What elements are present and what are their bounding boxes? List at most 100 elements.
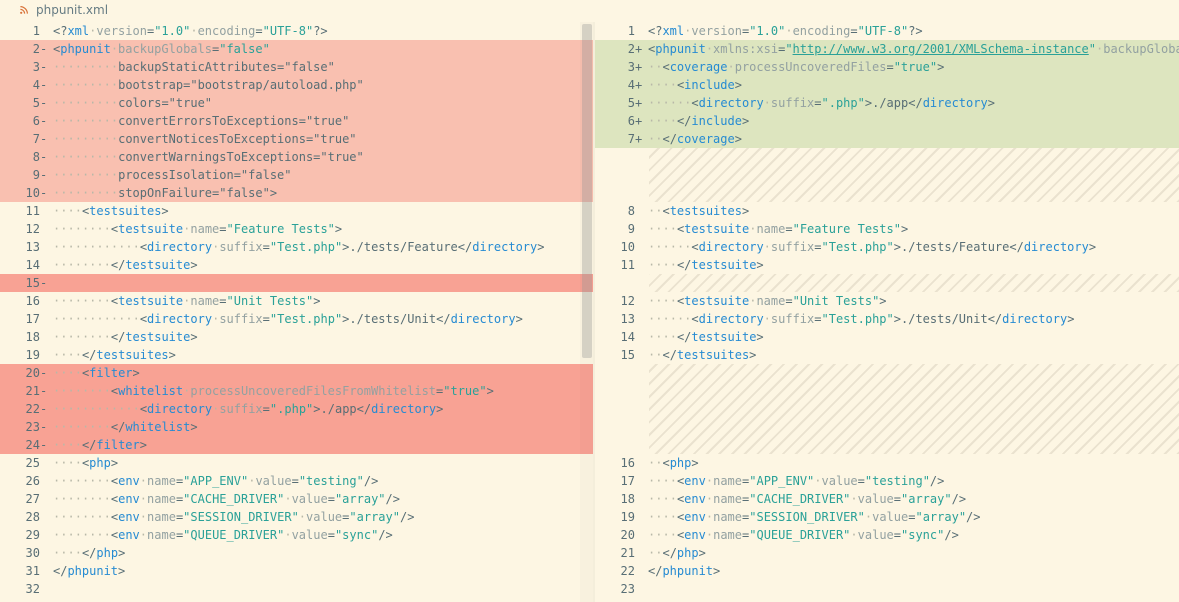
code-line[interactable]: 22-············<directory·suffix=".php">… — [0, 400, 593, 418]
whitespace-marker: · — [67, 474, 75, 488]
scrollbar-thumb[interactable] — [582, 24, 592, 358]
code-line[interactable]: 21··</php> — [595, 544, 1179, 562]
code-line[interactable]: 15- — [0, 274, 593, 292]
code-line[interactable]: 20-····<filter> — [0, 364, 593, 382]
code-line[interactable]: 16··<php> — [595, 454, 1179, 472]
code-line[interactable]: 29········<env·name="QUEUE_DRIVER"·value… — [0, 526, 593, 544]
code-line[interactable]: 27········<env·name="CACHE_DRIVER"·value… — [0, 490, 593, 508]
code-line[interactable]: 9-·········processIsolation="false" — [0, 166, 593, 184]
string-quote: " — [262, 24, 270, 38]
code-line[interactable]: 18····<env·name="CACHE_DRIVER"·value="ar… — [595, 490, 1179, 508]
code-line[interactable]: 5-·········colors="true" — [0, 94, 593, 112]
code-line[interactable]: 4-·········bootstrap="bootstrap/autoload… — [0, 76, 593, 94]
code-line[interactable]: 5+······<directory·suffix=".php">./app</… — [595, 94, 1179, 112]
code-line[interactable]: 10······<directory·suffix="Test.php">./t… — [595, 238, 1179, 256]
code-line[interactable]: 20····<env·name="QUEUE_DRIVER"·value="sy… — [595, 526, 1179, 544]
code-line[interactable]: 30····</php> — [0, 544, 593, 562]
code-line[interactable]: 6+····</include> — [595, 112, 1179, 130]
code-line[interactable]: 31</phpunit> — [0, 562, 593, 580]
pane-divider[interactable] — [593, 22, 595, 602]
line-number: 16 — [620, 456, 635, 470]
code-line[interactable]: 8-·········convertWarningsToExceptions="… — [0, 148, 593, 166]
attribute-name: name — [147, 528, 176, 542]
tag-delimiter: </ — [81, 438, 97, 452]
tag-delimiter: < — [139, 240, 148, 254]
attribute-name: name — [147, 492, 176, 506]
code-line[interactable]: 3-·········backupStaticAttributes="false… — [0, 58, 593, 76]
code-line[interactable]: 13······<directory·suffix="Test.php">./t… — [595, 310, 1179, 328]
whitespace-marker: · — [655, 204, 663, 218]
code-line[interactable]: 24-····</filter> — [0, 436, 593, 454]
attribute-value: CACHE_DRIVER — [190, 492, 278, 506]
code-text: </phpunit> — [53, 562, 125, 580]
code-line[interactable]: 23-········</whitelist> — [0, 418, 593, 436]
code-line[interactable]: 16········<testsuite·name="Unit Tests"> — [0, 292, 593, 310]
code-line[interactable]: 25····<php> — [0, 454, 593, 472]
code-line[interactable]: 12····<testsuite·name="Unit Tests"> — [595, 292, 1179, 310]
code-line[interactable]: 17············<directory·suffix="Test.ph… — [0, 310, 593, 328]
code-line[interactable]: 19····</testsuites> — [0, 346, 593, 364]
whitespace-marker: · — [89, 294, 97, 308]
code-line[interactable]: 32 — [0, 580, 593, 598]
diff-marker: - — [40, 420, 48, 434]
code-line[interactable]: 26········<env·name="APP_ENV"·value="tes… — [0, 472, 593, 490]
whitespace-marker: · — [53, 492, 61, 506]
code-line[interactable]: 1<?xml·version="1.0"·encoding="UTF-8"?> — [0, 22, 593, 40]
code-line[interactable]: 18········</testsuite> — [0, 328, 593, 346]
whitespace-marker: · — [89, 258, 97, 272]
tag-name: testsuite — [684, 294, 750, 308]
code-line[interactable]: 1<?xml·version="1.0"·encoding="UTF-8"?> — [595, 22, 1179, 40]
diff-pane-modified[interactable]: 1<?xml·version="1.0"·encoding="UTF-8"?>2… — [595, 22, 1179, 602]
whitespace-marker: · — [60, 492, 68, 506]
whitespace-marker: · — [89, 78, 97, 92]
attribute-name: name — [756, 222, 786, 236]
whitespace-marker: · — [81, 492, 90, 506]
code-line[interactable]: 4+····<include> — [595, 76, 1179, 94]
tag-delimiter: > — [734, 78, 742, 92]
tab-title[interactable]: phpunit.xml — [36, 3, 109, 17]
code-line[interactable]: 12········<testsuite·name="Feature Tests… — [0, 220, 593, 238]
whitespace-marker: · — [705, 492, 714, 506]
code-line[interactable]: 8··<testsuites> — [595, 202, 1179, 220]
code-line[interactable]: 11····</testsuite> — [595, 256, 1179, 274]
code-line[interactable]: 15··</testsuites> — [595, 346, 1179, 364]
whitespace-marker: · — [67, 204, 75, 218]
code-line[interactable]: 19····<env·name="SESSION_DRIVER"·value="… — [595, 508, 1179, 526]
whitespace-marker: · — [727, 60, 735, 74]
whitespace-marker: · — [648, 96, 656, 110]
code-line[interactable]: 7-·········convertNoticesToExceptions="t… — [0, 130, 593, 148]
code-line[interactable]: 9····<testsuite·name="Feature Tests"> — [595, 220, 1179, 238]
whitespace-marker: · — [684, 312, 692, 326]
whitespace-marker: · — [53, 438, 61, 452]
code-line[interactable]: 23 — [595, 580, 1179, 598]
tag-delimiter: > — [1088, 240, 1097, 254]
line-number: 2 — [32, 42, 40, 56]
code-line[interactable]: 17····<env·name="APP_ENV"·value="testing… — [595, 472, 1179, 490]
whitespace-marker: · — [53, 96, 61, 110]
code-line[interactable]: 11····<testsuites> — [0, 202, 593, 220]
code-line[interactable]: 3+··<coverage·processUncoveredFiles="tru… — [595, 58, 1179, 76]
whitespace-marker: · — [74, 294, 82, 308]
whitespace-marker: · — [89, 474, 97, 488]
code-line[interactable]: 7+··</coverage> — [595, 130, 1179, 148]
tag-delimiter: < — [676, 294, 685, 308]
code-line[interactable]: 14····</testsuite> — [595, 328, 1179, 346]
whitespace-marker: · — [103, 402, 111, 416]
code-line[interactable]: 10-·········stopOnFailure="false"> — [0, 184, 593, 202]
code-line[interactable]: 21-········<whitelist·processUncoveredFi… — [0, 382, 593, 400]
code-line[interactable]: 14········</testsuite> — [0, 256, 593, 274]
code-line[interactable]: 2-<phpunit·backupGlobals="false" — [0, 40, 593, 58]
whitespace-marker: · — [60, 78, 68, 92]
diff-pane-original[interactable]: 1<?xml·version="1.0"·encoding="UTF-8"?>2… — [0, 22, 593, 602]
code-line[interactable]: 6-·········convertErrorsToExceptions="tr… — [0, 112, 593, 130]
text-content: colors="true" — [118, 96, 213, 110]
whitespace-marker: · — [74, 132, 82, 146]
code-line[interactable]: 2+<phpunit·xmlns:xsi="http://www.w3.org/… — [595, 40, 1179, 58]
code-line[interactable]: 22</phpunit> — [595, 562, 1179, 580]
code-line[interactable]: 13············<directory·suffix="Test.ph… — [0, 238, 593, 256]
code-line[interactable]: 28········<env·name="SESSION_DRIVER"·val… — [0, 508, 593, 526]
whitespace-marker: · — [648, 258, 656, 272]
tag-delimiter: < — [81, 366, 90, 380]
string-quote: " — [392, 510, 400, 524]
equals-sign: = — [436, 384, 444, 398]
